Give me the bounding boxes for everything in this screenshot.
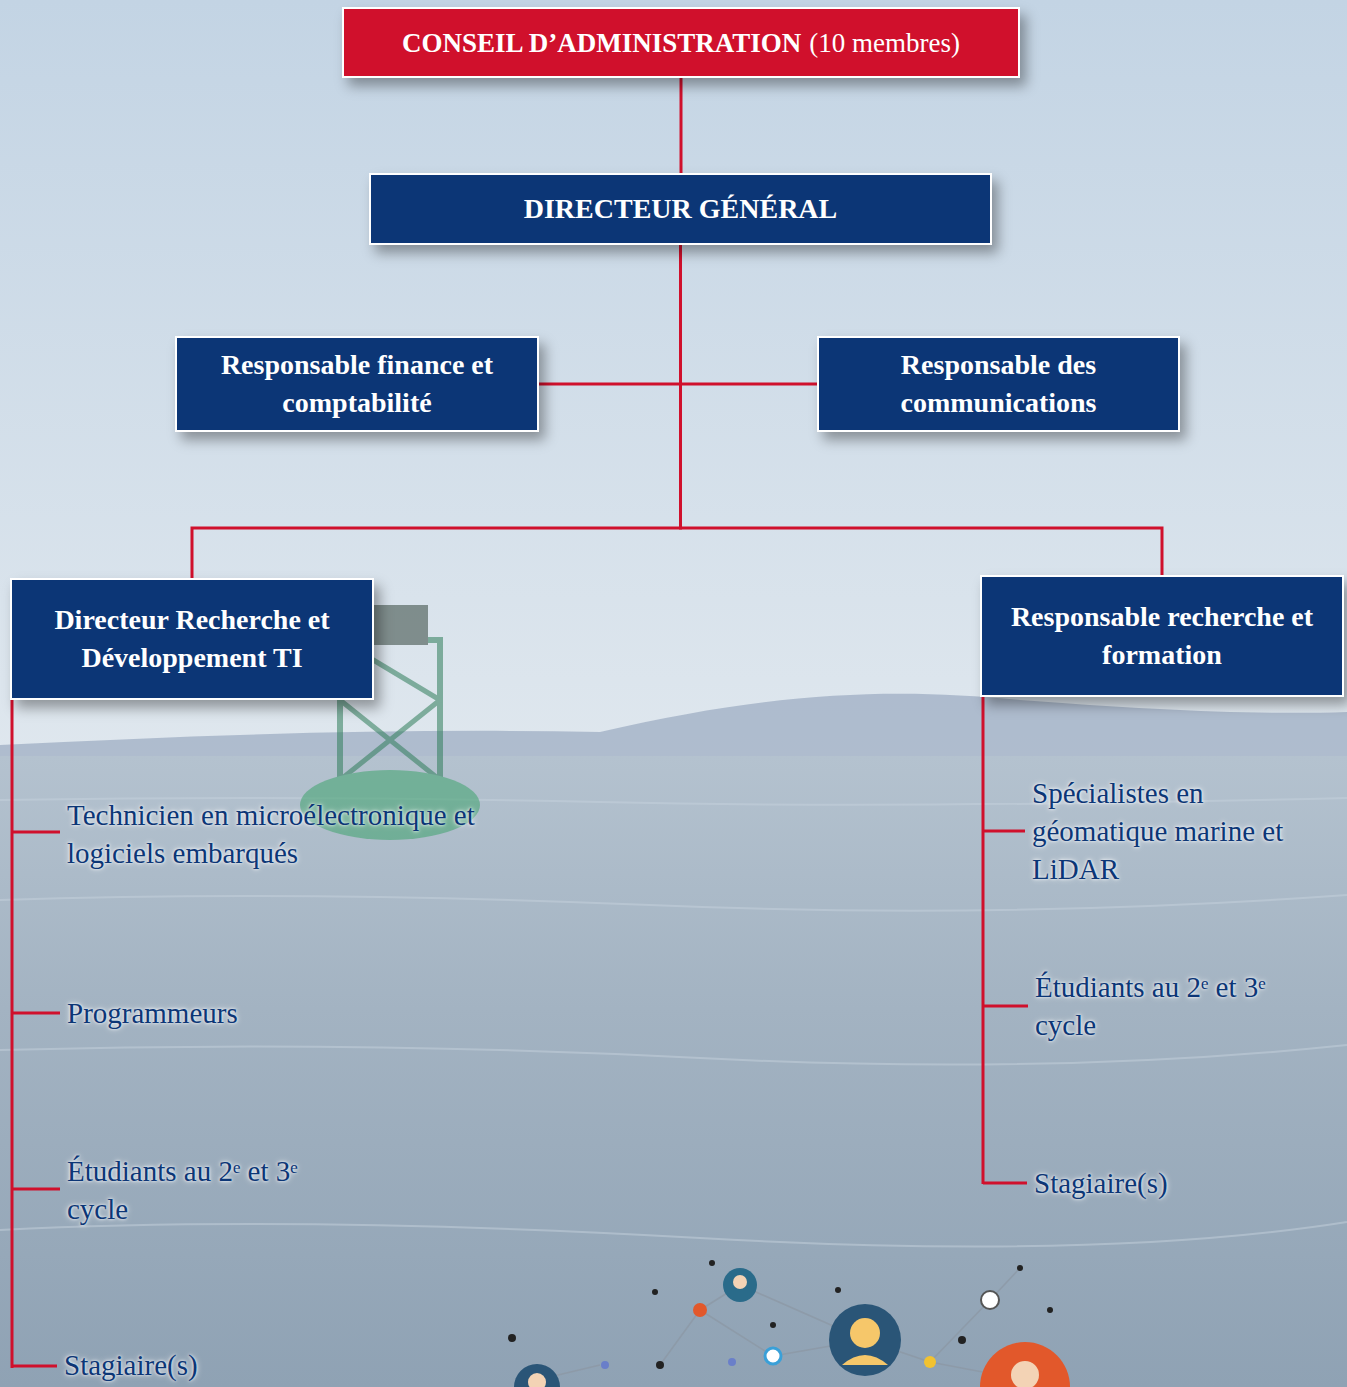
leader-line [12,1188,60,1191]
role-label: Technicien en microélectronique et logic… [67,796,517,872]
box-note: (10 membres) [809,26,960,60]
network-illustration [508,1260,1070,1387]
tree-lines [12,697,1028,1368]
right-tree-trunk [982,697,985,1184]
role-label: Stagiaire(s) [64,1346,314,1384]
distant-hills [0,694,1347,760]
org-connector [680,78,683,173]
box-title: DIRECTEUR GÉNÉRAL [524,190,838,228]
sky [0,0,1347,760]
role-label: Étudiants au 2ᵉ et 3ᵉ cycle [1035,968,1285,1044]
leader-line [983,1182,1027,1185]
org-connector [539,245,681,384]
org-connector [681,245,818,384]
role-label: Spécialistes en géomatique marine et LiD… [1032,774,1337,888]
staff-box: Responsable des communications [817,336,1180,432]
leader-line [983,830,1025,833]
sea [0,756,1347,1387]
leader-line [12,831,60,834]
box-title: Responsable recherche et formation [996,598,1328,674]
leader-line [12,1012,60,1015]
leader-line [12,1365,57,1368]
box-title: CONSEIL D’ADMINISTRATION [402,26,801,60]
leader-line [983,1005,1028,1008]
role-label: Stagiaire(s) [1034,1164,1284,1202]
director-box: DIRECTEUR GÉNÉRAL [369,173,992,245]
department-box: Responsable recherche et formation [980,575,1344,697]
board-box: CONSEIL D’ADMINISTRATION(10 membres) [342,7,1020,78]
box-title: Responsable finance et comptabilité [191,346,523,422]
role-label: Étudiants au 2ᵉ et 3ᵉ cycle [67,1152,317,1228]
box-title: Responsable des communications [833,346,1164,422]
staff-box: Responsable finance et comptabilité [175,336,539,432]
department-box: Directeur Recherche et Développement TI [10,578,374,700]
left-tree-trunk [11,700,14,1368]
box-title: Directeur Recherche et Développement TI [26,601,358,677]
role-label: Programmeurs [67,994,367,1032]
